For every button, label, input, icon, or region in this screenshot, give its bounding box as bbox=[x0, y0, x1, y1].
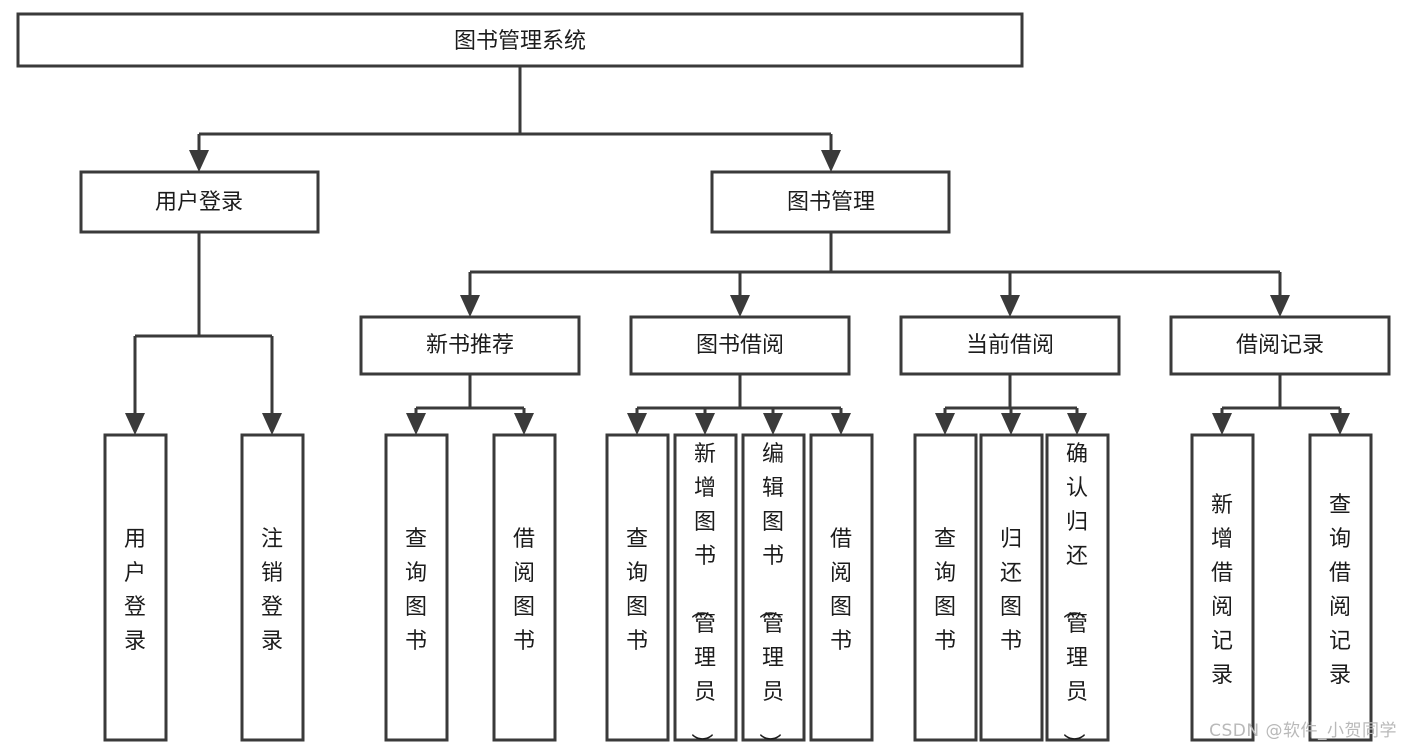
leaf-new-book-query-book[interactable]: 查询图书 bbox=[384, 433, 449, 742]
leaf-label: 借阅图书 bbox=[513, 527, 535, 654]
arrow-current-borrow-leaf-3 bbox=[1067, 413, 1087, 435]
arrow-new-book-leaf-2 bbox=[514, 413, 534, 435]
node-new-book-recommend[interactable]: 新书推荐 bbox=[359, 315, 581, 376]
leaf-current-borrow-query-book[interactable]: 查询图书 bbox=[913, 433, 978, 742]
leaf-box[interactable] bbox=[605, 433, 670, 742]
leaf-book-borrow-borrow-book[interactable]: 借阅图书 bbox=[809, 433, 874, 742]
node-new-book-recommend-label: 新书推荐 bbox=[426, 333, 514, 358]
node-new-book-recommend-box[interactable] bbox=[359, 315, 581, 376]
leaf-label: 注销登录 bbox=[261, 527, 283, 654]
leaf-box[interactable] bbox=[103, 433, 168, 742]
leaf-borrow-record-query-record[interactable]: 查询借阅记录 bbox=[1308, 433, 1373, 742]
leaf-box[interactable] bbox=[913, 433, 978, 742]
node-book-borrow-label: 图书借阅 bbox=[696, 333, 784, 358]
leaf-label: 用户登录 bbox=[124, 527, 146, 654]
leaf-label: 确认归还（管理员） bbox=[1060, 442, 1088, 747]
leaf-label: 借阅图书 bbox=[830, 527, 852, 654]
arrow-new-book-leaf-1 bbox=[406, 413, 426, 435]
leaf-box[interactable] bbox=[1190, 433, 1255, 742]
node-current-borrow[interactable]: 当前借阅 bbox=[899, 315, 1121, 376]
arrow-to-book-borrow bbox=[730, 295, 750, 317]
arrow-to-current-borrow bbox=[1000, 295, 1020, 317]
arrow-root-to-user-login bbox=[189, 150, 209, 172]
connector-layer bbox=[125, 66, 1350, 435]
node-borrow-record[interactable]: 借阅记录 bbox=[1169, 315, 1391, 376]
node-book-management-box[interactable] bbox=[710, 170, 951, 234]
arrow-book-borrow-leaf-2 bbox=[695, 413, 715, 435]
arrow-current-borrow-leaf-1 bbox=[935, 413, 955, 435]
node-root-book-management-system[interactable]: 图书管理系统 bbox=[16, 12, 1024, 68]
node-book-management-label: 图书管理 bbox=[787, 190, 875, 215]
leaf-label: 编辑图书（管理员） bbox=[756, 442, 784, 747]
node-user-login[interactable]: 用户登录 bbox=[79, 170, 320, 234]
leaf-box[interactable] bbox=[979, 433, 1044, 742]
leaf-borrow-record-add-record[interactable]: 新增借阅记录 bbox=[1190, 433, 1255, 742]
leaf-book-borrow-query-book[interactable]: 查询图书 bbox=[605, 433, 670, 742]
leaf-label: 查询借阅记录 bbox=[1329, 493, 1351, 688]
leaf-label: 查询图书 bbox=[626, 527, 648, 654]
node-root-box[interactable] bbox=[16, 12, 1024, 68]
node-book-borrow[interactable]: 图书借阅 bbox=[629, 315, 851, 376]
leaf-box[interactable] bbox=[384, 433, 449, 742]
leaf-current-borrow-confirm-return-admin[interactable]: 确认归还（管理员） bbox=[1045, 433, 1110, 747]
node-root-label: 图书管理系统 bbox=[454, 29, 586, 54]
arrow-current-borrow-leaf-2 bbox=[1001, 413, 1021, 435]
leaf-label: 新增图书（管理员） bbox=[688, 442, 716, 747]
leaf-user-login-login[interactable]: 用户登录 bbox=[103, 433, 168, 742]
leaf-box[interactable] bbox=[1045, 433, 1110, 742]
leaf-label: 查询图书 bbox=[934, 527, 956, 654]
arrow-user-login-leaf-2 bbox=[262, 413, 282, 435]
node-current-borrow-box[interactable] bbox=[899, 315, 1121, 376]
arrow-book-borrow-leaf-4 bbox=[831, 413, 851, 435]
node-user-login-label: 用户登录 bbox=[155, 190, 243, 215]
leaf-book-borrow-add-book-admin[interactable]: 新增图书（管理员） bbox=[673, 433, 738, 747]
arrow-to-new-book-recommend bbox=[460, 295, 480, 317]
node-current-borrow-label: 当前借阅 bbox=[966, 333, 1054, 358]
node-book-management[interactable]: 图书管理 bbox=[710, 170, 951, 234]
arrow-borrow-record-leaf-1 bbox=[1212, 413, 1232, 435]
leaf-label: 归还图书 bbox=[1000, 527, 1022, 654]
arrow-book-borrow-leaf-1 bbox=[627, 413, 647, 435]
leaf-box[interactable] bbox=[741, 433, 806, 742]
leaf-box[interactable] bbox=[809, 433, 874, 742]
leaf-box[interactable] bbox=[673, 433, 738, 742]
node-borrow-record-box[interactable] bbox=[1169, 315, 1391, 376]
arrow-book-borrow-leaf-3 bbox=[763, 413, 783, 435]
arrow-root-to-book-mgmt bbox=[821, 150, 841, 172]
arrow-borrow-record-leaf-2 bbox=[1330, 413, 1350, 435]
leaf-current-borrow-return-book[interactable]: 归还图书 bbox=[979, 433, 1044, 742]
node-book-borrow-box[interactable] bbox=[629, 315, 851, 376]
leaf-box[interactable] bbox=[240, 433, 305, 742]
node-user-login-box[interactable] bbox=[79, 170, 320, 234]
csdn-watermark: CSDN @软件_小贺同学 bbox=[1209, 721, 1397, 741]
leaf-user-login-logout[interactable]: 注销登录 bbox=[240, 433, 305, 742]
arrow-user-login-leaf-1 bbox=[125, 413, 145, 435]
leaf-new-book-borrow-book[interactable]: 借阅图书 bbox=[492, 433, 557, 742]
leaf-box[interactable] bbox=[1308, 433, 1373, 742]
leaf-label: 查询图书 bbox=[405, 527, 427, 654]
leaf-book-borrow-edit-book-admin[interactable]: 编辑图书（管理员） bbox=[741, 433, 806, 747]
arrow-to-borrow-record bbox=[1270, 295, 1290, 317]
leaf-label: 新增借阅记录 bbox=[1211, 493, 1233, 688]
node-borrow-record-label: 借阅记录 bbox=[1236, 333, 1324, 358]
leaf-box[interactable] bbox=[492, 433, 557, 742]
